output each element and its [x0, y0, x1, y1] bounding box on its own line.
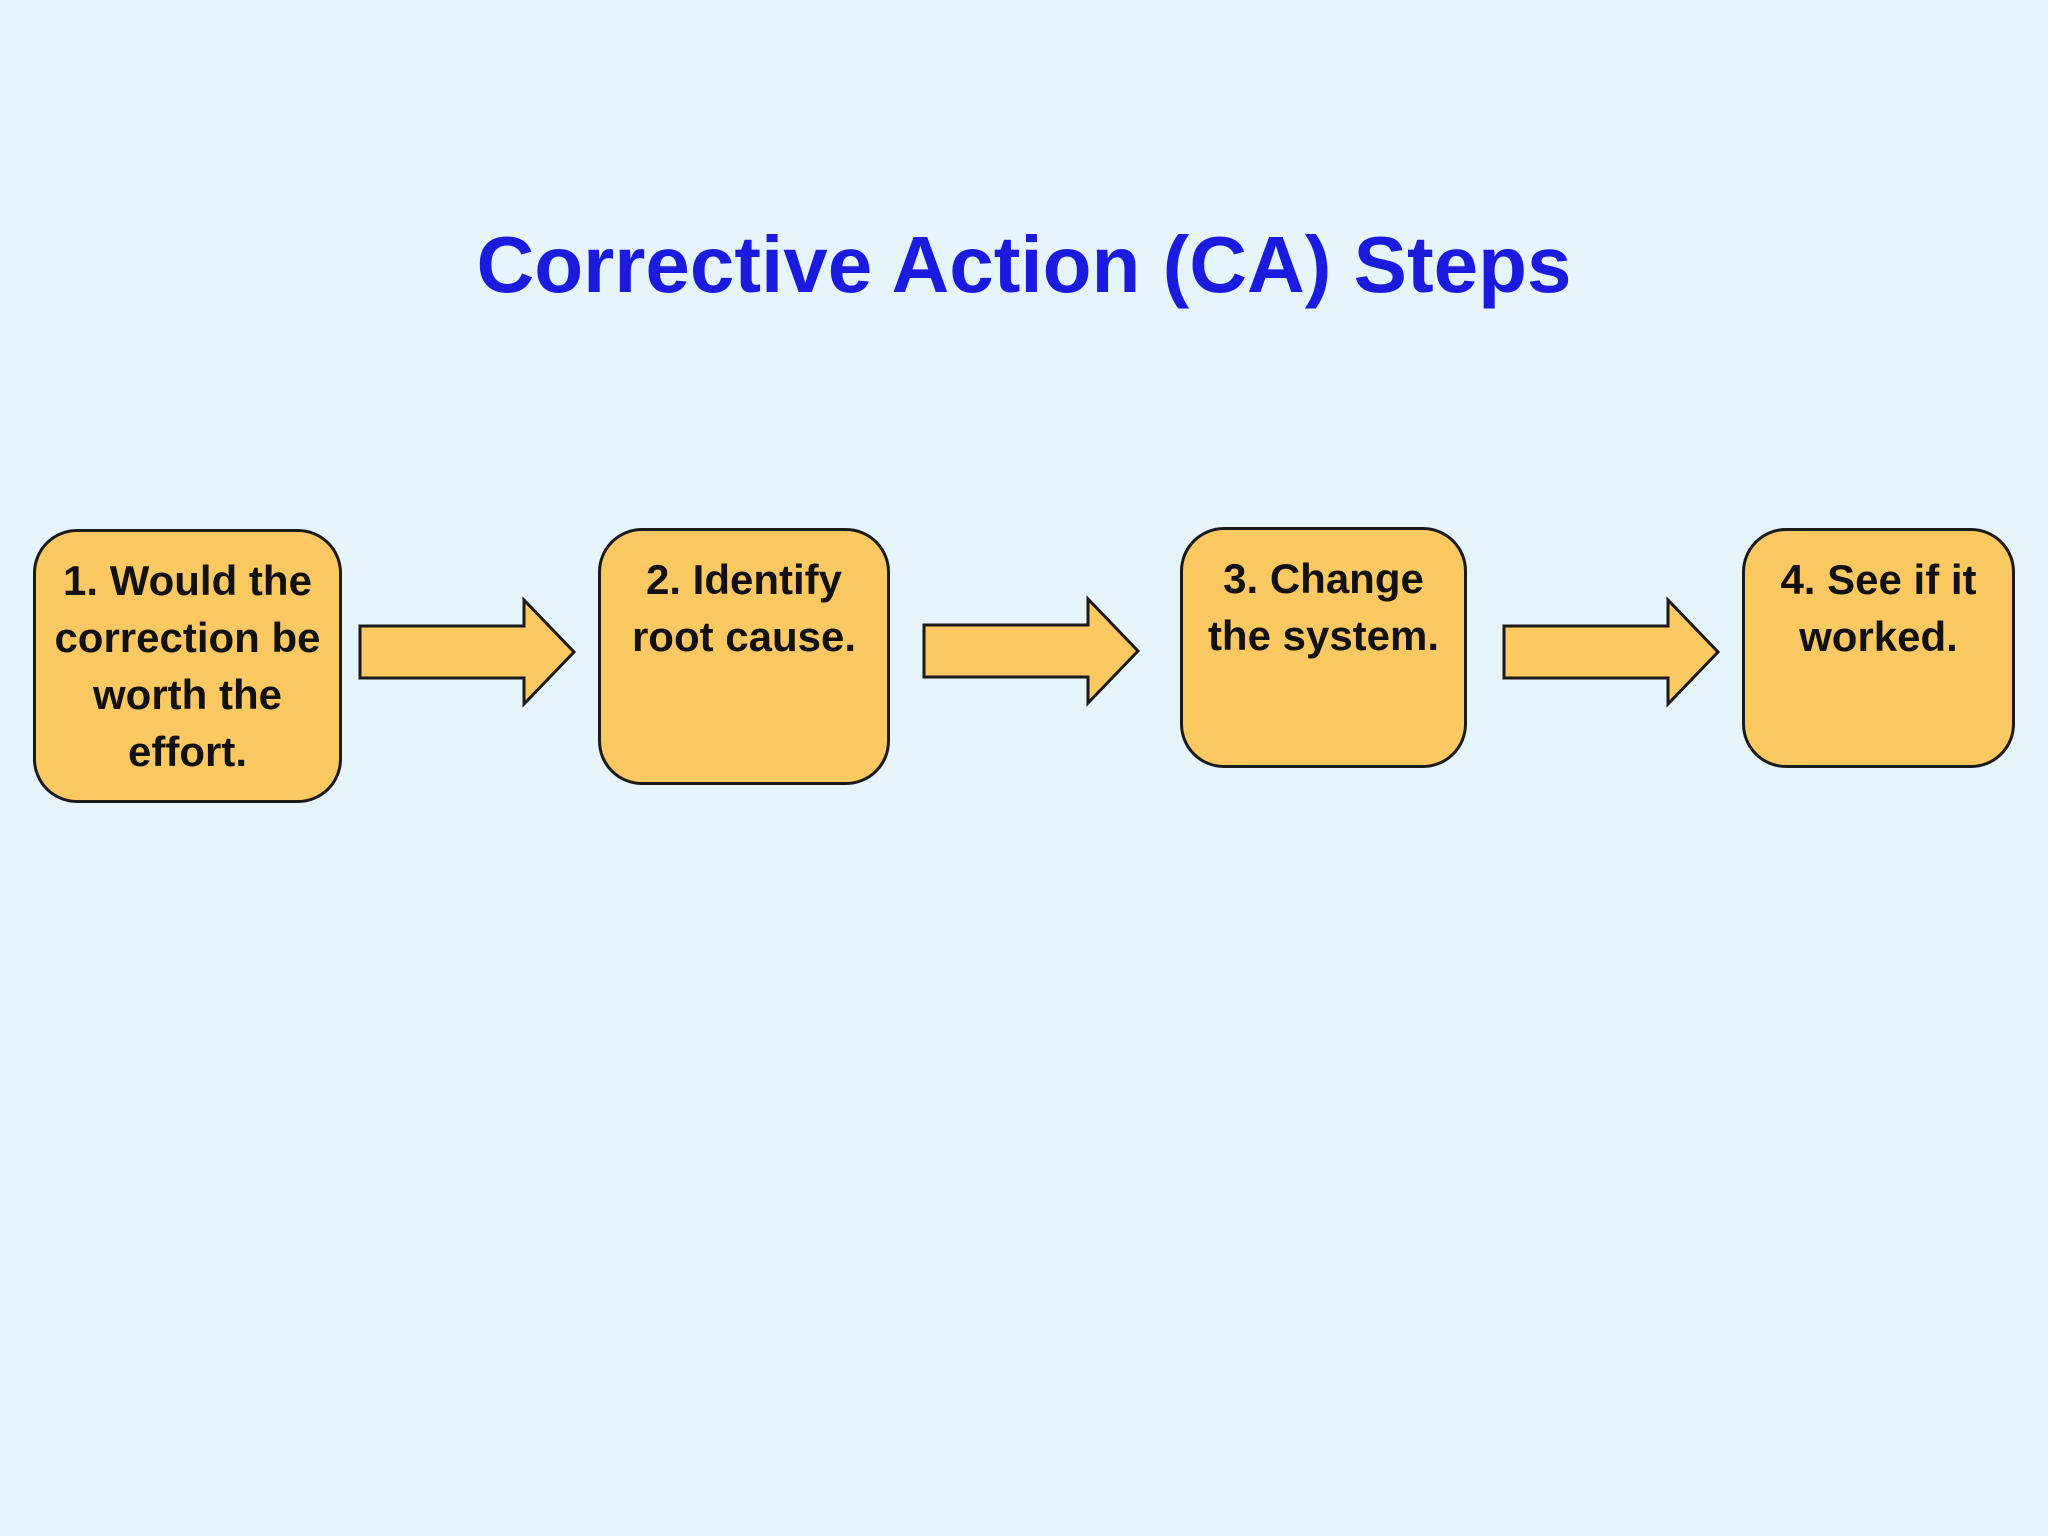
page-title: Corrective Action (CA) Steps	[476, 220, 1572, 309]
right-arrow-icon	[922, 595, 1141, 707]
right-arrow-icon	[358, 596, 577, 708]
right-arrow-icon	[1502, 596, 1721, 708]
step-box-1: 1. Would the correction be worth the eff…	[33, 529, 342, 803]
step-box-2: 2. Identify root cause.	[598, 528, 890, 785]
step-box-3: 3. Change the system.	[1180, 527, 1467, 768]
step-box-4: 4. See if it worked.	[1742, 528, 2015, 768]
